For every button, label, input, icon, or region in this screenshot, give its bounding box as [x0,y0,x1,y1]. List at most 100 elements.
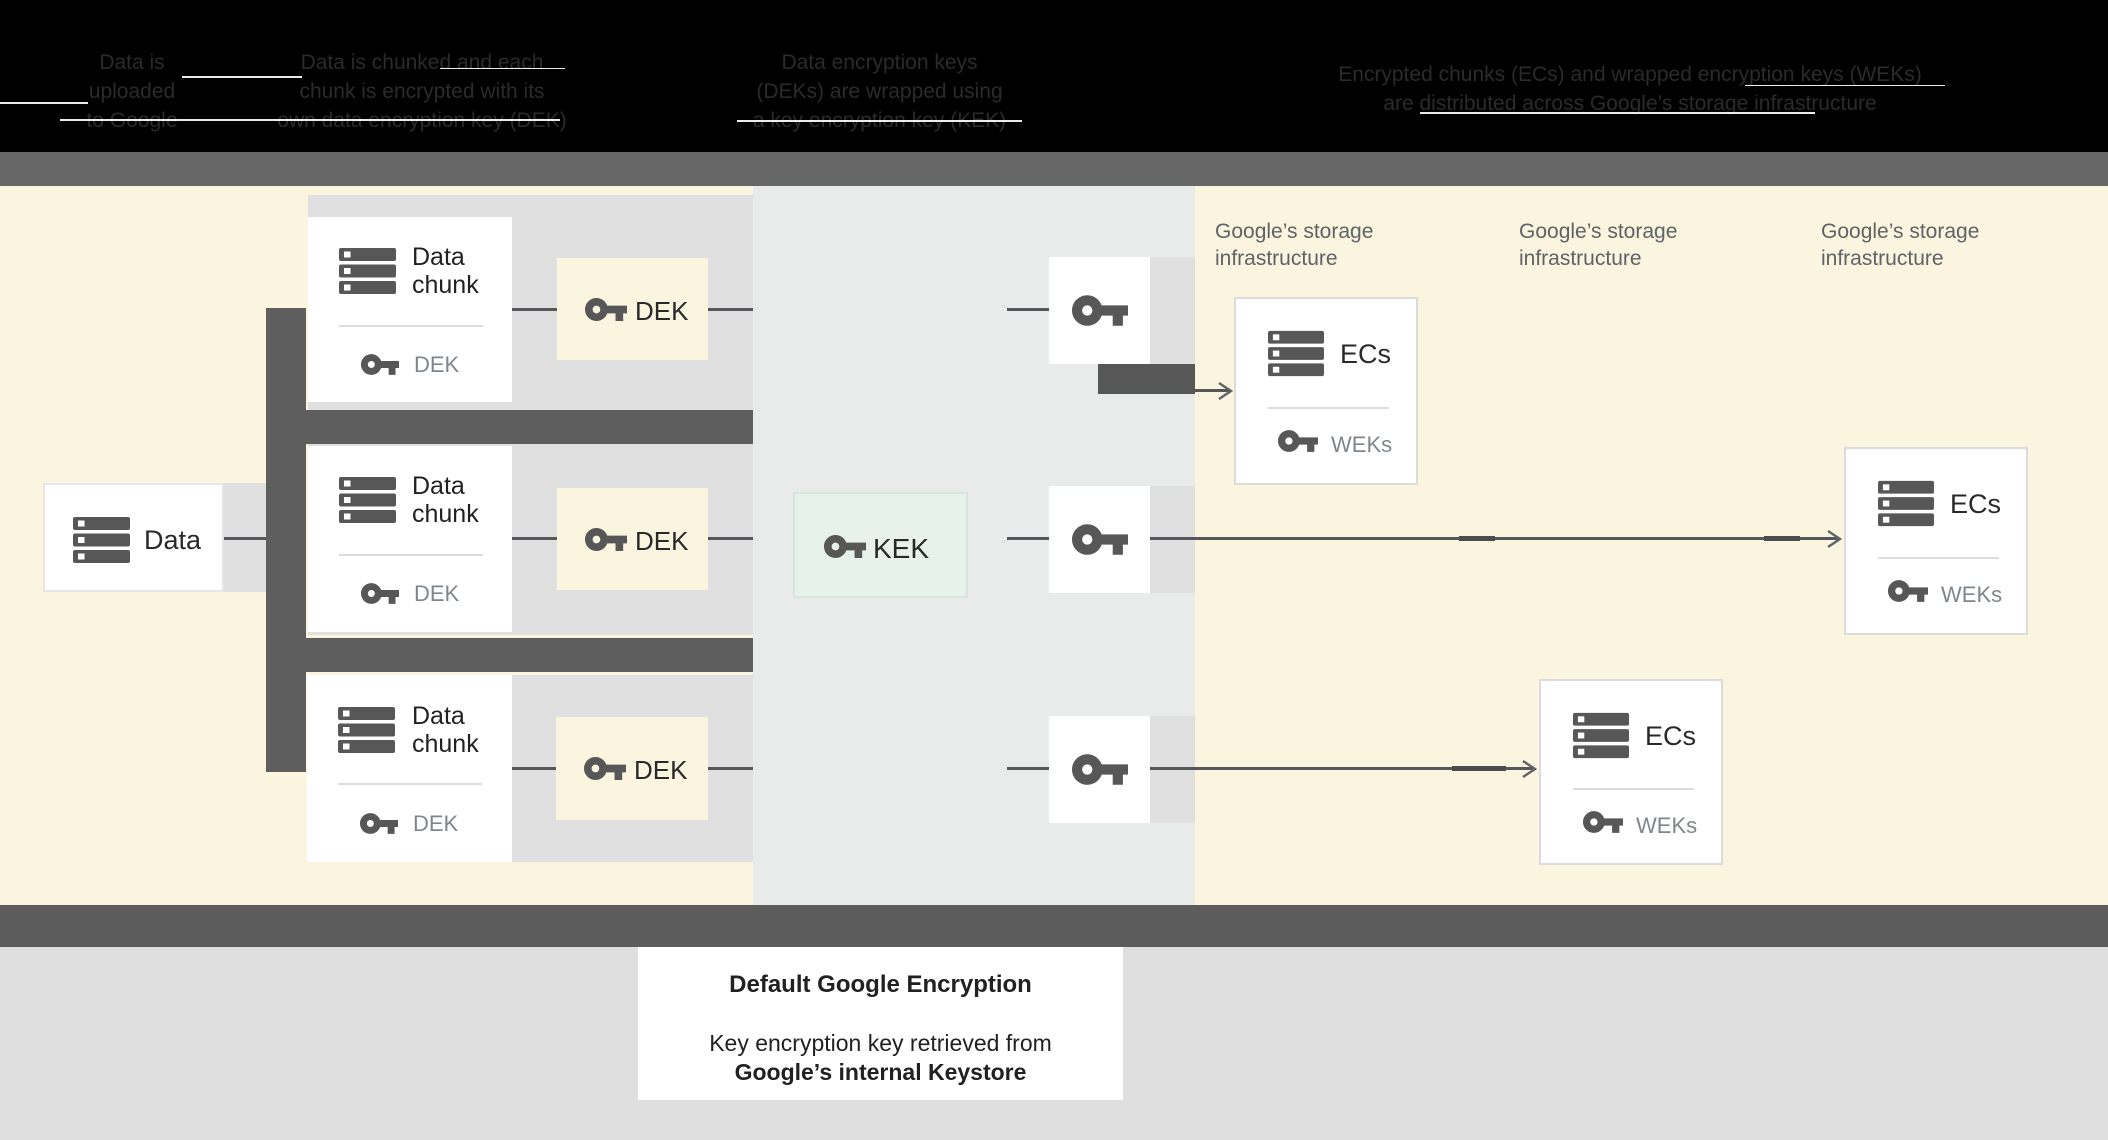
arrowhead-icon [1521,759,1537,779]
caption-line: Key encryption key retrieved from [709,1030,1052,1056]
header-step-4-line: Encrypted chunks (ECs) and wrapped encry… [1338,63,1922,86]
server-icon [339,477,396,523]
fanout-trunk [266,308,306,772]
chunk-dek-label: DEK [413,811,459,836]
ecs-box: ECs WEKs [1539,679,1723,865]
ecs-box: ECs WEKs [1844,447,2028,635]
key-icon [360,813,398,834]
wrapped-key-box [1049,486,1150,593]
data-chunk-label: Data chunk [412,243,479,299]
header-step-3-line: Data encryption keys [781,51,978,74]
header-streak [737,120,1022,122]
arrow-line-row1 [1195,389,1229,392]
key-icon [585,298,627,321]
wrapped-key-side-square [1150,257,1195,364]
arrowhead-icon [1826,529,1842,549]
data-chunk-label: Data chunk [412,472,479,528]
connector-dek-to-zone [708,308,753,311]
header-step-4: Encrypted chunks (ECs) and wrapped encry… [1315,60,1945,118]
chunk-divider-line [339,554,483,556]
data-box: Data [43,483,224,592]
data-chunk-label: Data chunk [412,702,479,758]
header-step-1: Data is uploaded to Google [58,48,206,135]
caption-box: Default Google Encryption Key encryption… [638,947,1123,1100]
ecs-label: ECs [1340,339,1392,369]
header-streak [440,68,565,69]
divider-bar-rows-2-3 [266,638,753,672]
storage-infrastructure-label: Google’s storage infrastructure [1519,220,1678,270]
dek-box-label: DEK [635,296,689,326]
dek-box-label: DEK [635,526,689,556]
ecs-box: ECs WEKs [1234,297,1418,485]
arrow-thick-segment [1452,766,1506,771]
weks-label: WEKs [1636,813,1698,838]
data-box-label: Data [144,525,202,555]
ecs-divider-line [1268,407,1389,409]
caption-line: Google’s internal Keystore [734,1059,1027,1085]
header-step-2-line: chunk is encrypted with its [299,80,545,103]
ecs-divider-line [1573,788,1694,790]
header-step-3-line: (DEKs) are wrapped using [756,80,1003,103]
header-streak [60,119,560,121]
arrow-thick-segment [1764,536,1800,541]
key-icon [1888,580,1928,602]
header-step-2: Data is chunked and each chunk is encryp… [263,48,581,135]
server-icon [339,248,396,294]
data-chunk-box: Data chunk DEK [308,446,512,632]
header-streak [182,76,302,78]
header-step-4-line: are distributed across Google’s storage … [1383,92,1877,115]
bottom-divider-bar [0,905,2108,947]
server-icon [73,517,130,563]
key-icon [1278,430,1318,452]
server-icon [1268,330,1324,377]
wrapped-key-box [1049,716,1150,823]
connector-chunk-to-dek [512,767,556,770]
key-icon [361,354,399,375]
server-icon [338,707,395,753]
storage-infrastructure-label: Google’s storage infrastructure [1821,220,1980,270]
server-icon [1573,712,1629,759]
header-band: Data is uploaded to Google Data is chunk… [0,0,2108,152]
dek-box: DEK [557,258,708,360]
caption-title: Default Google Encryption [729,971,1032,998]
chunk-dek-label: DEK [414,352,460,377]
key-icon [1072,524,1128,555]
header-step-1-line: uploaded [88,80,176,103]
key-icon [1583,811,1623,833]
key-icon [1072,754,1128,785]
storage-infrastructure-label: Google’s storage infrastructure [1215,220,1374,270]
connector-to-wrapped-key [1007,537,1049,540]
connector-to-wrapped-key [1007,308,1049,311]
key-icon [585,528,627,551]
arrow-line-row3 [1150,767,1533,770]
connector-to-wrapped-key [1007,767,1049,770]
connector-data-to-trunk [224,537,266,540]
data-chunk-box: Data chunk DEK [308,217,512,402]
server-icon [1878,480,1934,527]
weks-label: WEKs [1331,432,1393,457]
pipe-to-storage [1098,364,1195,394]
chunk-dek-label: DEK [414,581,460,606]
kek-box-label: KEK [873,533,930,564]
data-chunk-box: Data chunk DEK [307,675,512,862]
dek-box: DEK [557,488,708,590]
ecs-label: ECs [1645,721,1697,751]
top-divider-bar [0,152,2108,186]
header-streak [1420,112,1815,114]
chunk-divider-line [339,325,483,327]
arrowhead-icon [1217,381,1233,401]
header-streak [0,102,88,104]
key-icon [824,535,866,558]
arrow-thick-segment [1459,536,1495,541]
connector-chunk-to-dek [512,537,557,540]
kek-box: KEK [793,492,968,598]
key-icon [361,583,399,604]
ecs-label: ECs [1950,489,2002,519]
wrapped-key-box [1049,257,1150,364]
weks-label: WEKs [1941,582,2003,607]
header-streak [1745,85,1945,86]
connector-dek-to-zone [708,767,753,770]
ecs-divider-line [1878,557,1999,559]
connector-chunk-to-dek [512,308,557,311]
